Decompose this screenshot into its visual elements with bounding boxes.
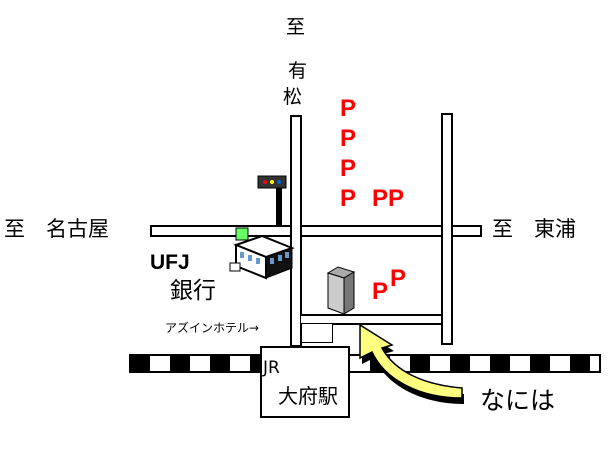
parking-marker-double: PP <box>372 185 405 212</box>
rail-tie <box>490 355 510 372</box>
rail-tie <box>450 355 470 372</box>
station-box[interactable]: JR 大府駅 <box>260 346 350 418</box>
station-label-jr: JR <box>263 358 280 378</box>
rail-tie <box>130 355 150 372</box>
hotel-marker-box <box>301 323 333 343</box>
rail-tie <box>210 355 230 372</box>
parking-marker: P <box>340 95 357 122</box>
hotel-label: アズインホテル→ <box>165 321 260 335</box>
naniwa-label: なには <box>480 386 556 415</box>
station-label-name: 大府駅 <box>278 384 338 408</box>
label-to-higashiura: 至 東浦 <box>492 217 576 241</box>
bank-building-icon <box>229 227 295 280</box>
rail-tie <box>410 355 430 372</box>
road-horizontal-main <box>150 225 482 237</box>
label-to: 至 <box>286 16 306 38</box>
label-matsu: 松 <box>283 86 303 108</box>
bank-label-ufj: UFJ <box>150 251 190 274</box>
traffic-light-icon <box>257 175 287 225</box>
bank-label-ginko: 銀行 <box>170 278 216 304</box>
label-to-nagoya: 至 名古屋 <box>4 217 109 241</box>
label-ari: 有 <box>288 60 308 82</box>
parking-marker: P <box>340 155 357 182</box>
rail-tie <box>570 355 590 372</box>
rail-tie <box>170 355 190 372</box>
arrow-to-station <box>359 323 464 404</box>
rail-tie <box>530 355 550 372</box>
parking-marker: P <box>390 265 407 292</box>
parking-marker: P <box>372 278 389 305</box>
hotel-building-icon <box>326 266 356 315</box>
parking-marker: P <box>340 125 357 152</box>
parking-marker: P <box>340 185 357 212</box>
